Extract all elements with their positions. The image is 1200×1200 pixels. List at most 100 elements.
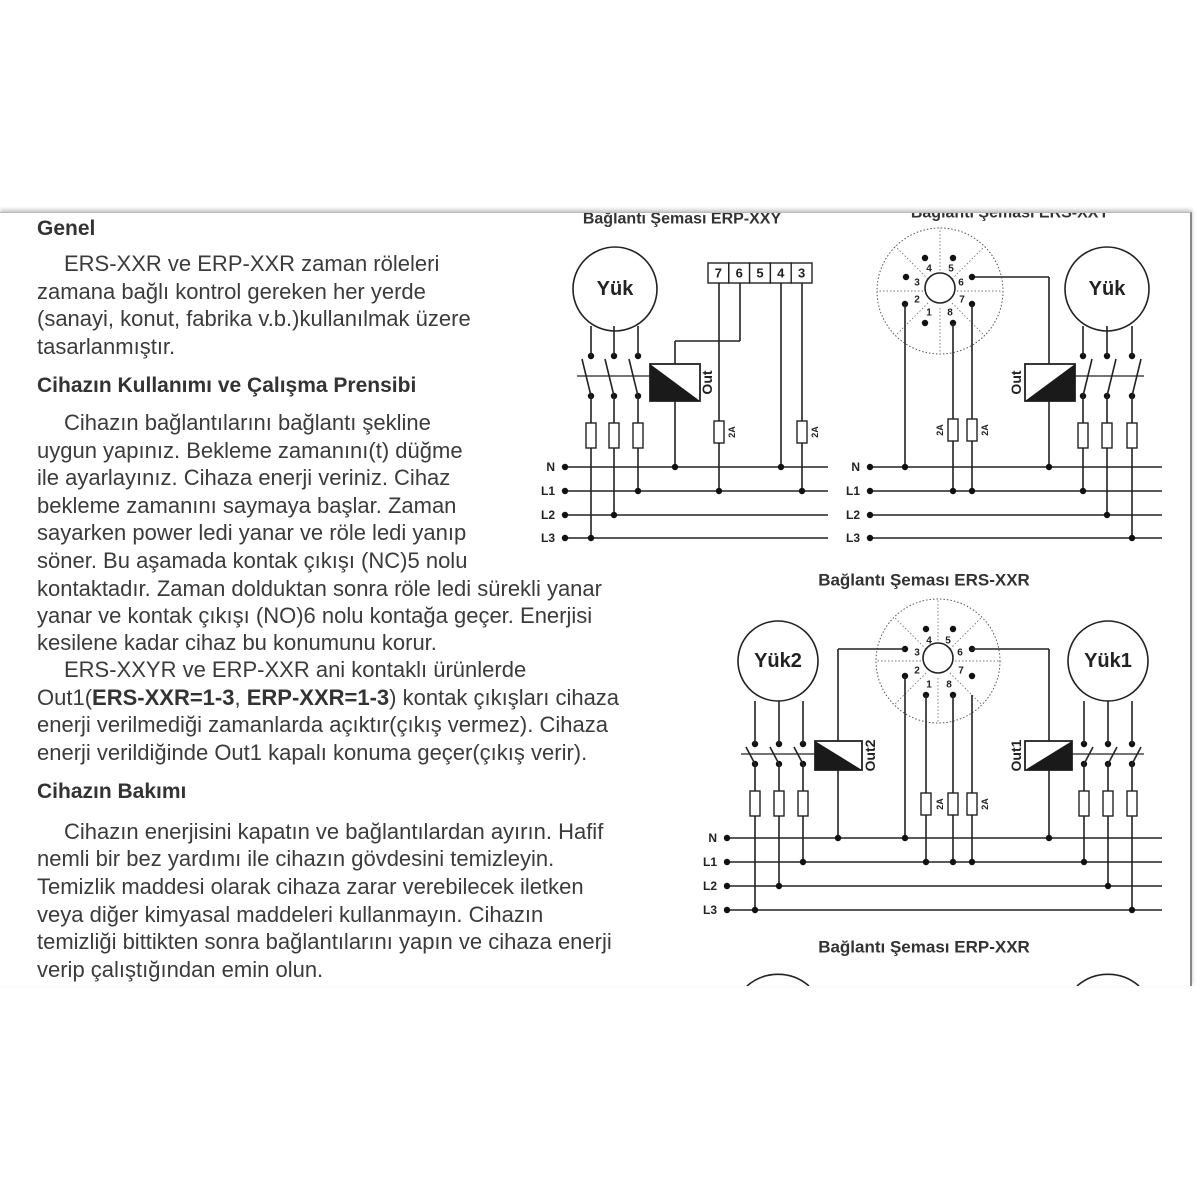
text-line: bekleme zamanını saymaya başlar. Zaman [37,493,457,518]
fuse-symbol [632,422,644,449]
load-circle [572,246,658,332]
junction-dot [866,487,874,495]
terminal-label: 5 [756,266,763,281]
socket-divider [893,616,927,650]
fuse-rating: 2A [980,798,990,810]
junction-dot [866,463,874,471]
text-line: temizliği bittikten sonra bağlantılarını… [37,929,612,954]
socket-divider [895,302,929,336]
junction-dot [723,858,731,866]
text-line: sayarken power ledi yanar ve röle ledi y… [37,520,467,545]
junction-dot [901,834,909,842]
fuse-symbol [1077,422,1089,449]
junction-dot [922,625,930,633]
bus-label-N: N [546,460,555,474]
text-line: uygun yapınız. Bekleme zamanını(t) düğme [37,438,463,463]
junction-dot [561,534,569,542]
junction-dot [968,858,976,866]
switch-blade [1131,358,1142,397]
socket-key [922,642,954,674]
junction-dot [634,487,642,495]
heading-usage: Cihazın Kullanımı ve Çalışma Prensibi [37,374,417,397]
junction-dot [1104,882,1112,890]
junction-dot [834,834,842,842]
text-line: enerji verilmediği zamanlarda açıktır(çı… [37,712,608,737]
bus-label-L3: L3 [703,903,717,917]
junction-dot [866,511,874,519]
junction-dot [610,511,618,519]
pin-label-1: 1 [926,680,932,691]
junction-dot [949,858,957,866]
pin-label-1: 1 [926,308,932,319]
text-line: yanar ve kontak çıkışı (NO)6 nolu kontağ… [37,603,593,628]
switch-blade [745,746,756,765]
switch-blade [769,746,780,765]
text-line: verip çalıştığından emin olun. [37,957,324,982]
socket-divider [951,302,985,336]
output-label: Out [699,370,715,394]
fuse-rating: 2A [935,424,945,436]
fuse-symbol [773,790,785,817]
output-label: Out2 [862,739,878,771]
terminal-label: 7 [715,266,722,281]
junction-dot [902,273,910,281]
terminal-label: 4 [777,266,785,281]
fuse-symbol [1078,790,1090,817]
text: ) kontak çıkışları cihaza [389,685,620,710]
load-label: Yük [597,278,635,300]
bus-label-L3: L3 [541,531,555,545]
terminal-label: 6 [736,266,743,281]
fuse-symbol [749,790,761,817]
socket-divider [949,672,983,706]
switch-blade [604,358,615,397]
junction-dot [561,511,569,519]
switch-blade [1083,746,1094,765]
junction-dot [901,463,909,471]
junction-dot [1128,906,1136,914]
diagram-title: Bağlantı Şeması ERS-XXY [911,213,1110,222]
text-line: enerji verildiğinde Out1 kapalı konuma g… [37,740,588,765]
bold-text: ERS-XXR=1-3 [92,685,235,710]
fuse-symbol [797,790,809,817]
fuse-symbol [1102,790,1114,817]
fuse-symbol [966,418,978,442]
junction-dot [922,858,930,866]
text: Out1( [37,685,93,710]
bus-label-L1: L1 [541,484,555,498]
bus-label-N: N [851,460,860,474]
fuse-rating: 2A [980,424,990,436]
bus-label-L2: L2 [846,508,860,522]
fuse-symbol [920,792,932,816]
load-circle [737,620,819,702]
socket-outline [875,598,1001,724]
text-line: söner. Bu aşamada kontak çıkışı (NC)5 no… [37,548,468,573]
junction-dot [921,254,929,262]
junction-dot [1080,858,1088,866]
pin-label-6: 6 [958,278,964,289]
bus-label-N: N [708,831,717,845]
junction-dot [751,906,759,914]
junction-dot [561,463,569,471]
junction-dot [799,858,807,866]
pin-label-7: 7 [959,295,965,306]
text-line: Cihazın bağlantılarını bağlantı şekline [64,410,431,435]
fuse-symbol [608,422,620,449]
text-line: veya diğer kimyasal maddeleri kullanmayı… [37,902,544,927]
relay-fill [650,364,700,401]
junction-dot [1045,463,1053,471]
junction-dot [798,487,806,495]
switch-blade [581,358,592,397]
text-line: ERS-XXR ve ERP-XXR zaman röleleri [64,251,440,276]
diagram-title: Bağlantı Şeması ERP-XXY [583,213,782,228]
fuse-rating: 2A [935,798,945,810]
junction-dot [968,273,976,281]
junction-dot [561,487,569,495]
load-label: Yük2 [754,650,802,672]
pin-label-2: 2 [914,666,920,677]
junction-dot [1103,511,1111,519]
junction-dot [1079,487,1087,495]
text-line: tasarlanmıştır. [37,334,176,359]
fuse-symbol [585,422,597,449]
fuse-symbol [1101,422,1113,449]
